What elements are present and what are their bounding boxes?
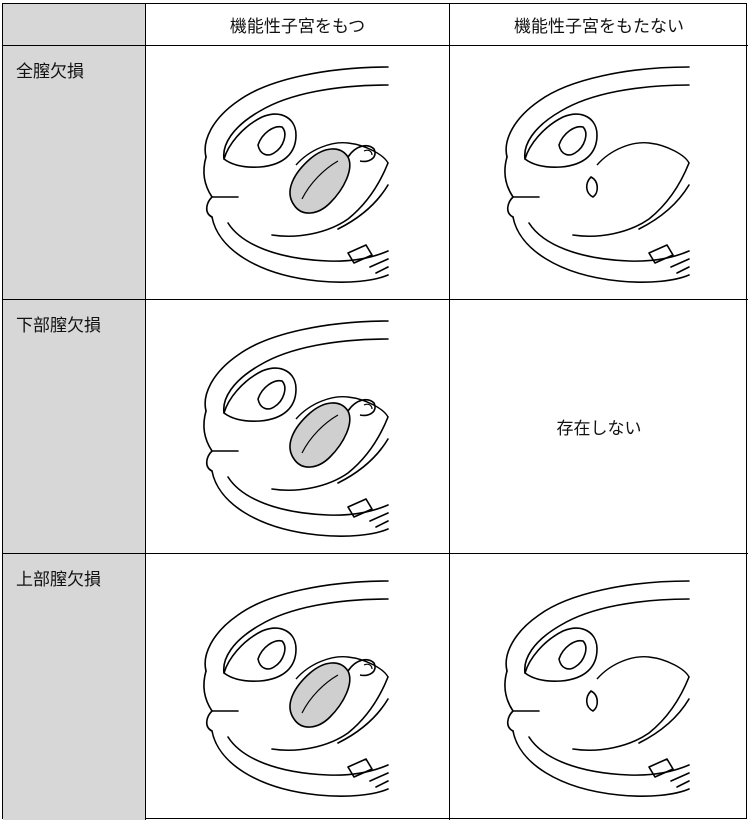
row-label-total: 全膣欠損	[3, 46, 146, 300]
column-header-without-uterus: 機能性子宮をもたない	[450, 4, 748, 46]
row-label-lower: 下部膣欠損	[3, 300, 146, 554]
column-header-with-uterus: 機能性子宮をもつ	[146, 4, 450, 46]
not-applicable-text: 存在しない	[450, 300, 748, 554]
pelvis-diagram	[202, 319, 389, 537]
vaginal-agenesis-table: 機能性子宮をもつ 機能性子宮をもたない 全膣欠損 下部膣欠損 存在しない 上部膣…	[2, 3, 748, 820]
pelvis-diagram	[202, 65, 389, 283]
pelvis-diagram	[504, 580, 690, 797]
pelvis-diagram	[504, 65, 690, 283]
diagram-upper-with-uterus	[146, 554, 450, 820]
diagram-upper-without-uterus	[450, 554, 748, 820]
diagram-total-without-uterus	[450, 46, 748, 300]
diagram-lower-with-uterus	[146, 300, 450, 554]
pelvis-diagram	[202, 580, 389, 797]
diagram-total-with-uterus	[146, 46, 450, 300]
row-label-upper: 上部膣欠損	[3, 554, 146, 820]
table-corner	[3, 4, 146, 46]
